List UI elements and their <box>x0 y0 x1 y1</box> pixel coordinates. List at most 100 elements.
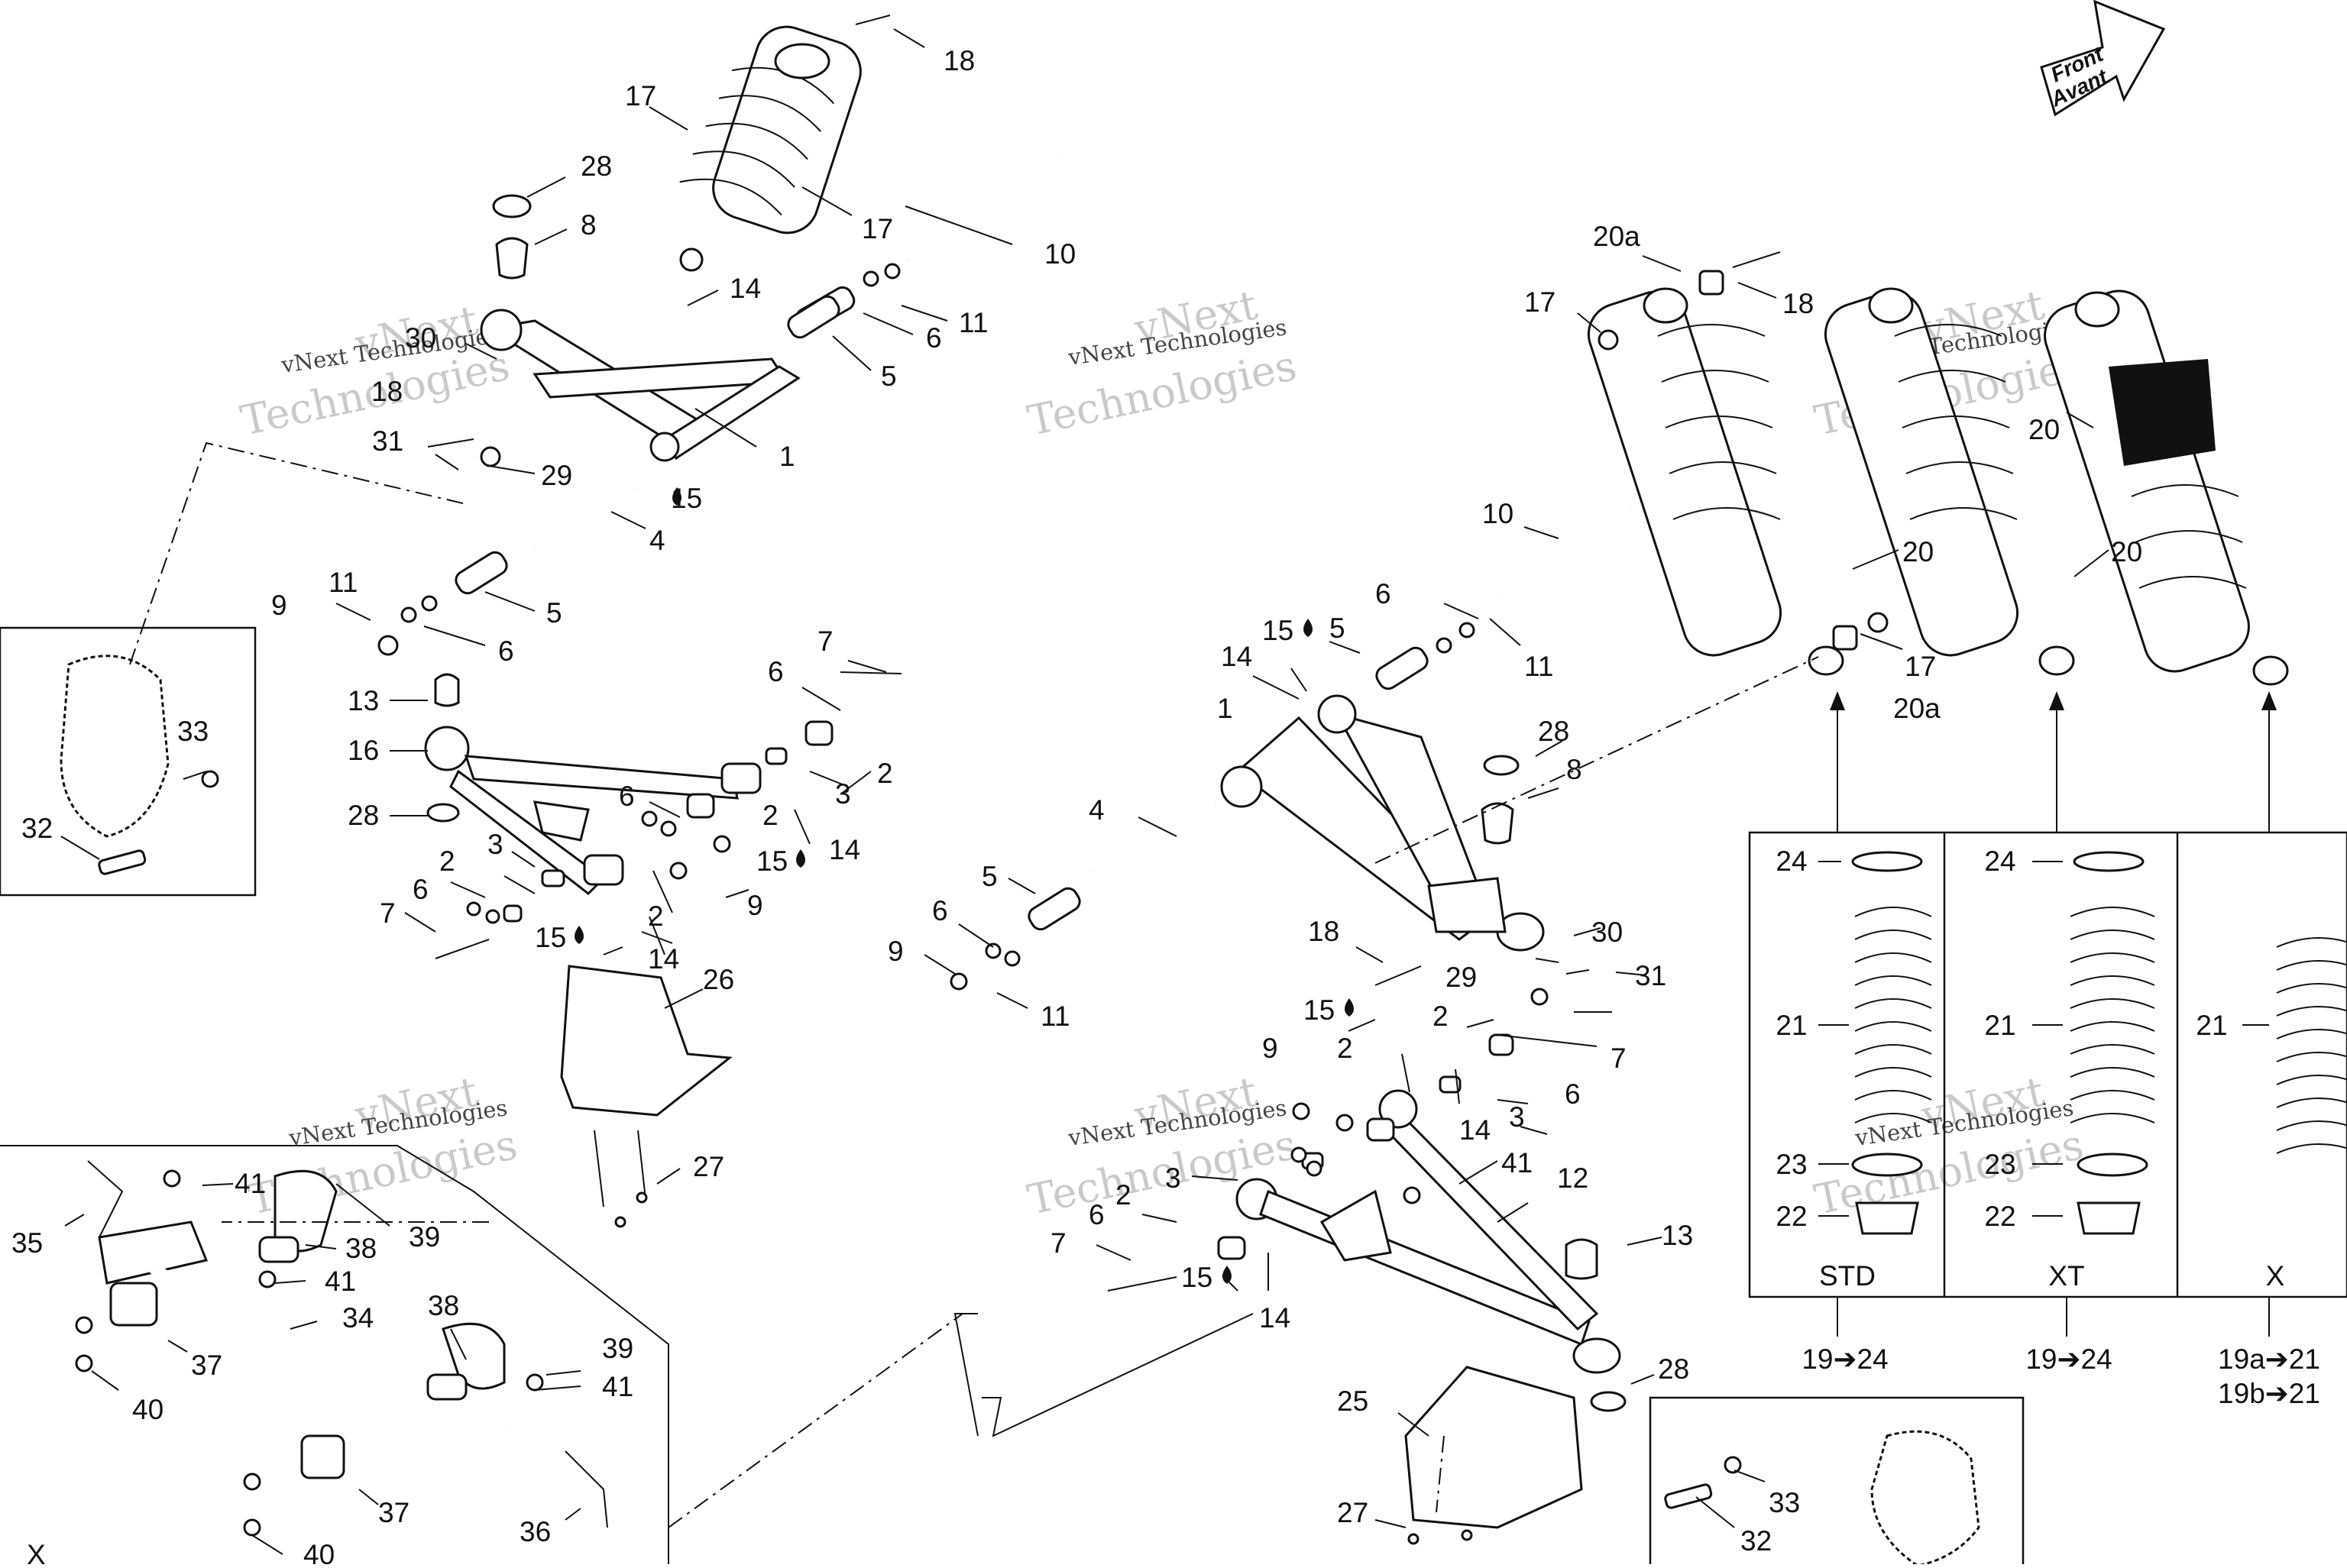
skid-plate <box>1404 1366 1583 1529</box>
callout-number: 41 <box>602 1371 633 1402</box>
right-lower-a-arm <box>1235 1089 1621 1374</box>
callout-number: 9 <box>1262 1033 1278 1064</box>
callout-number: 7 <box>1050 1227 1067 1259</box>
callout-number: 18 <box>944 45 975 76</box>
callout-number: 5 <box>881 360 897 392</box>
table-footer-x-2: 19b➔21 <box>2218 1378 2320 1409</box>
callout-number: 15 <box>1303 994 1335 1026</box>
callout-number: 18 <box>1308 916 1339 947</box>
callout-number: 6 <box>932 895 948 926</box>
table-callout: 21 <box>2196 1010 2227 1041</box>
callout-number: 10 <box>1044 238 1076 270</box>
left-shock-absorber <box>679 15 891 272</box>
table-header-xt: XT <box>2048 1260 2084 1292</box>
sway-link-36 <box>565 1450 608 1528</box>
callout-number: 11 <box>959 307 988 338</box>
callout-number: X <box>27 1539 46 1564</box>
left-lower-a-arm <box>424 726 762 895</box>
callout-number: 14 <box>1459 1114 1491 1146</box>
callout-number: 28 <box>348 800 379 831</box>
callout-number: 17 <box>1905 651 1936 682</box>
callout-labels: 18 17 17 28 8 10 14 11 6 30 18 5 1 31 29… <box>11 45 2142 1568</box>
callout-number: 29 <box>541 460 572 491</box>
callout-number: 13 <box>348 685 379 716</box>
table-callout: 21 <box>1984 1010 2015 1041</box>
table-callout: 23 <box>1984 1149 2015 1180</box>
callout-number: 2 <box>762 800 779 831</box>
callout-number: 2 <box>877 758 893 789</box>
callout-number: 14 <box>730 273 761 304</box>
callout-number: 37 <box>191 1350 222 1381</box>
callout-number: 2 <box>1337 1033 1353 1064</box>
callout-number: 20a <box>1893 693 1941 724</box>
left-upper-a-arm <box>480 286 856 462</box>
callout-number: 18 <box>371 376 403 407</box>
callout-number: 30 <box>405 322 436 354</box>
callout-number: 2 <box>648 900 664 932</box>
callout-number: 38 <box>345 1233 377 1264</box>
table-callout: 24 <box>1776 845 1807 877</box>
callout-number: 33 <box>177 716 209 747</box>
callout-number: 6 <box>768 656 784 687</box>
callout-number: 6 <box>1565 1078 1581 1110</box>
callout-number: 4 <box>1089 794 1105 826</box>
table-footer-std: 19➔24 <box>1802 1343 1888 1375</box>
callout-number: 15 <box>756 845 788 877</box>
callout-number: 3 <box>1165 1162 1181 1194</box>
spring-xt <box>2070 851 2155 1235</box>
bolt <box>427 438 474 448</box>
callout-number: 41 <box>235 1168 266 1199</box>
callout-number: 20 <box>1902 536 1934 567</box>
callout-number: 11 <box>1524 651 1553 682</box>
callout-number: 6 <box>498 635 514 667</box>
callout-number: 14 <box>648 943 679 975</box>
callout-number: 33 <box>1769 1487 1800 1518</box>
callout-number: 5 <box>1329 613 1345 644</box>
callout-number: 6 <box>619 781 635 812</box>
knuckle-detail-box-left <box>0 626 257 897</box>
callout-number: 40 <box>303 1539 335 1564</box>
table-callout: 22 <box>1984 1201 2015 1232</box>
callout-number: 6 <box>1089 1199 1105 1230</box>
callout-number: 16 <box>348 735 379 766</box>
callout-number: 32 <box>21 813 53 844</box>
snap-ring-lower <box>426 803 460 823</box>
grease-drop-icons <box>575 487 1354 1284</box>
callout-number: 40 <box>132 1394 163 1425</box>
callout-number: 20 <box>2111 536 2142 567</box>
callout-number: 2 <box>1432 1001 1449 1032</box>
callout-number: 27 <box>693 1151 724 1182</box>
table-footer-xt: 19➔24 <box>2025 1343 2112 1375</box>
callout-number: 34 <box>342 1302 374 1334</box>
callout-number: 39 <box>602 1333 633 1364</box>
callout-number: 26 <box>703 964 734 995</box>
callout-number: 3 <box>835 778 851 810</box>
callout-number: 31 <box>1635 960 1666 991</box>
left-suspension-assembly <box>0 15 1063 1564</box>
callout-number: 15 <box>1181 1262 1212 1293</box>
table-callout: 21 <box>1776 1010 1807 1041</box>
callout-number: 6 <box>413 874 429 905</box>
bushing-sleeve <box>787 295 840 339</box>
callout-number: 5 <box>546 597 562 629</box>
front-direction-arrow: Front Avant <box>2040 0 2166 117</box>
sway-bar <box>98 1220 557 1530</box>
callout-number: 32 <box>1740 1525 1772 1557</box>
callout-number: 7 <box>817 626 834 657</box>
shock-absorber-x <box>2044 289 2289 686</box>
shock-absorber-xt <box>1824 287 2075 676</box>
table-callout: 24 <box>1984 845 2015 877</box>
snap-ring <box>492 194 532 218</box>
right-suspension-assembly <box>668 251 2289 1568</box>
steering-knuckle <box>1870 1430 1980 1567</box>
callout-number: 30 <box>1591 917 1623 948</box>
watermark-group: vNext Technologies vNext Technologies vN… <box>237 280 2088 1224</box>
grease-drop-icon <box>672 487 681 506</box>
steering-knuckle <box>60 655 170 838</box>
table-header-x: X <box>2266 1260 2285 1292</box>
callout-number: 35 <box>11 1227 43 1259</box>
right-upper-a-arm <box>1220 694 1545 952</box>
callout-number: 3 <box>487 829 503 860</box>
callout-number: 11 <box>329 567 358 598</box>
